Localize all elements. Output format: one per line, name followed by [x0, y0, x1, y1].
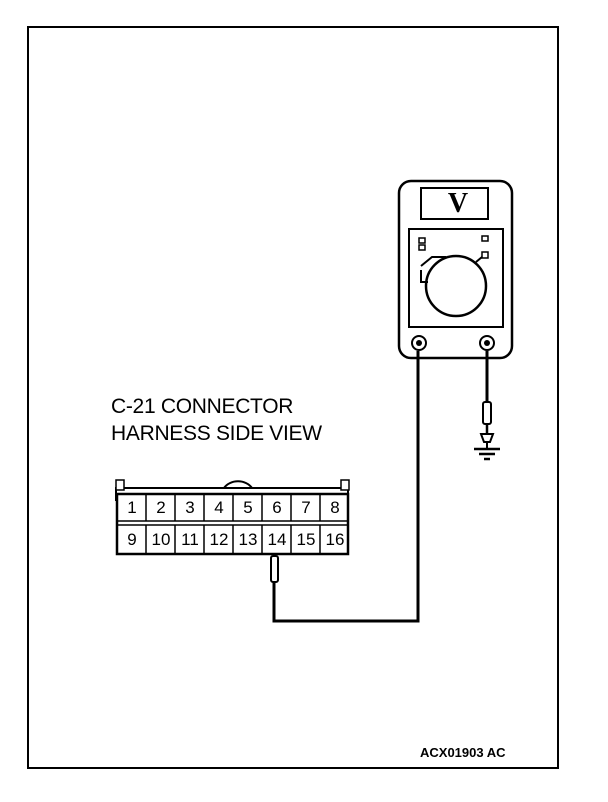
- pin-1: 1: [127, 497, 137, 517]
- connector-subtitle: HARNESS SIDE VIEW: [111, 422, 322, 445]
- pin-13: 13: [238, 529, 258, 549]
- pin-4: 4: [214, 497, 224, 517]
- voltage-symbol: V: [447, 188, 469, 219]
- pin-15: 15: [296, 529, 316, 549]
- figure-reference-code: ACX01903 AC: [420, 745, 506, 760]
- meter-display: [420, 187, 489, 220]
- pin-11: 11: [181, 529, 199, 549]
- pin-6: 6: [272, 497, 282, 517]
- pin-2: 2: [156, 497, 166, 517]
- pin-16: 16: [325, 529, 345, 549]
- pin-9: 9: [127, 529, 137, 549]
- pin-12: 12: [209, 529, 229, 549]
- c21-connector: [115, 479, 350, 556]
- test-lead-wire: [272, 351, 420, 623]
- pin-3: 3: [185, 497, 195, 517]
- pin-5: 5: [243, 497, 253, 517]
- pin-14: 14: [267, 529, 287, 549]
- pin-8: 8: [330, 497, 340, 517]
- selector-dial: [424, 254, 488, 318]
- pin-10: 10: [151, 529, 171, 549]
- ground-symbol-icon: [474, 442, 500, 461]
- figure-frame: [27, 26, 559, 769]
- pin-7: 7: [301, 497, 311, 517]
- ground-lead: [479, 351, 495, 443]
- probe-tip: [270, 555, 279, 583]
- voltmeter: [397, 179, 514, 360]
- connector-latch: [223, 480, 253, 489]
- connector-title: C-21 CONNECTOR: [111, 395, 294, 418]
